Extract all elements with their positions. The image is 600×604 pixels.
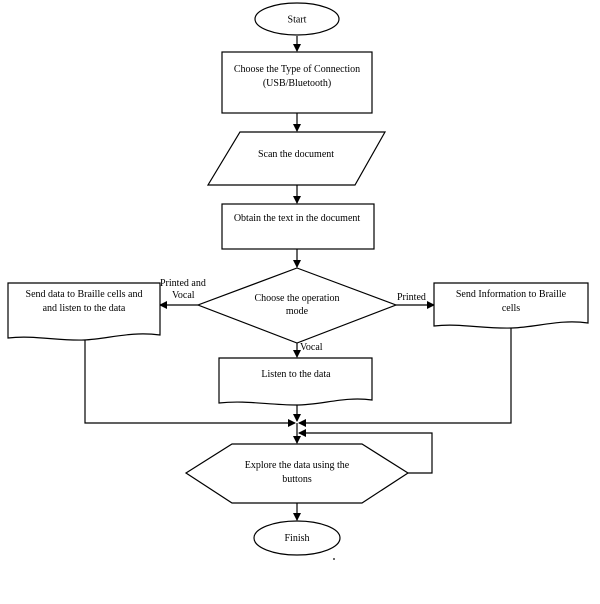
printed-label: Printed [397, 292, 426, 303]
listen-data-node: Listen to the data [218, 357, 373, 406]
choose-connection-node: Choose the Type of Connection (USB/Bluet… [221, 51, 373, 114]
send-info-braille-node: Send Information to Braille cells [433, 282, 589, 329]
printed-and-vocal-label-line1: Printed and [160, 278, 206, 289]
scan-document-node: Scan the document [206, 131, 387, 186]
edge-explore-loop-back [298, 429, 433, 474]
send-info-braille-label-line2: cells [502, 303, 520, 314]
send-info-braille-label-line1: Send Information to Braille [456, 289, 567, 300]
finish-node: Finish [253, 520, 341, 556]
edges [84, 36, 512, 521]
explore-data-node: Explore the data using the buttons [184, 443, 410, 504]
printed-and-vocal-label-line2: Vocal [172, 290, 195, 301]
send-braille-listen-label-line1: Send data to Braille cells and [26, 289, 143, 300]
choose-mode-label-line1: Choose the operation [255, 293, 340, 304]
choose-mode-label-line2: mode [286, 306, 309, 317]
choose-mode-node: Choose the operation mode [196, 267, 398, 344]
listen-data-label: Listen to the data [261, 369, 331, 380]
explore-data-label-line1: Explore the data using the [245, 460, 350, 471]
vocal-label: Vocal [300, 342, 323, 353]
choose-connection-label-line2: (USB/Bluetooth) [263, 78, 331, 89]
choose-connection-label-line1: Choose the Type of Connection [234, 64, 360, 75]
obtain-text-label: Obtain the text in the document [234, 213, 361, 224]
send-braille-listen-node: Send data to Braille cells and and liste… [7, 282, 161, 341]
edge-send-braille-listen-to-merge [84, 339, 296, 427]
stray-dot [333, 558, 335, 560]
finish-label: Finish [284, 533, 309, 544]
edge-send-info-to-merge [298, 327, 512, 427]
scan-document-label: Scan the document [258, 149, 334, 160]
obtain-text-node: Obtain the text in the document [221, 203, 375, 250]
start-label: Start [288, 15, 307, 26]
send-braille-listen-label-line2: and listen to the data [43, 303, 126, 314]
start-node: Start [254, 2, 340, 36]
explore-data-label-line2: buttons [282, 474, 312, 485]
